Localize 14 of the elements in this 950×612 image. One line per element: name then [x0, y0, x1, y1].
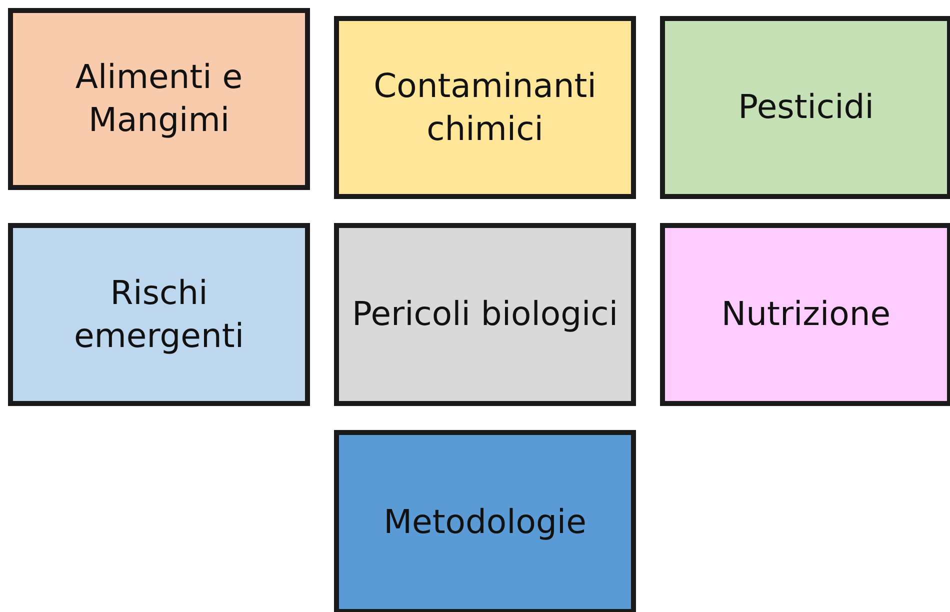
topic-label: Pesticidi [737, 86, 875, 128]
topic-label: Alimenti e Mangimi [74, 56, 244, 141]
topic-label: Nutrizione [720, 293, 892, 336]
topic-box [334, 430, 636, 612]
topic-label: Rischi emergenti [72, 272, 245, 356]
topic-box [334, 223, 636, 406]
topic-label: Pericoli biologici [350, 293, 619, 336]
topic-label: Metodologie [382, 500, 588, 543]
topic-box [8, 223, 310, 406]
topic-label: Contaminanti chimici [372, 64, 598, 150]
topic-box [8, 8, 310, 190]
topic-box [334, 16, 636, 199]
topic-box [660, 16, 950, 199]
topic-box [660, 223, 950, 406]
